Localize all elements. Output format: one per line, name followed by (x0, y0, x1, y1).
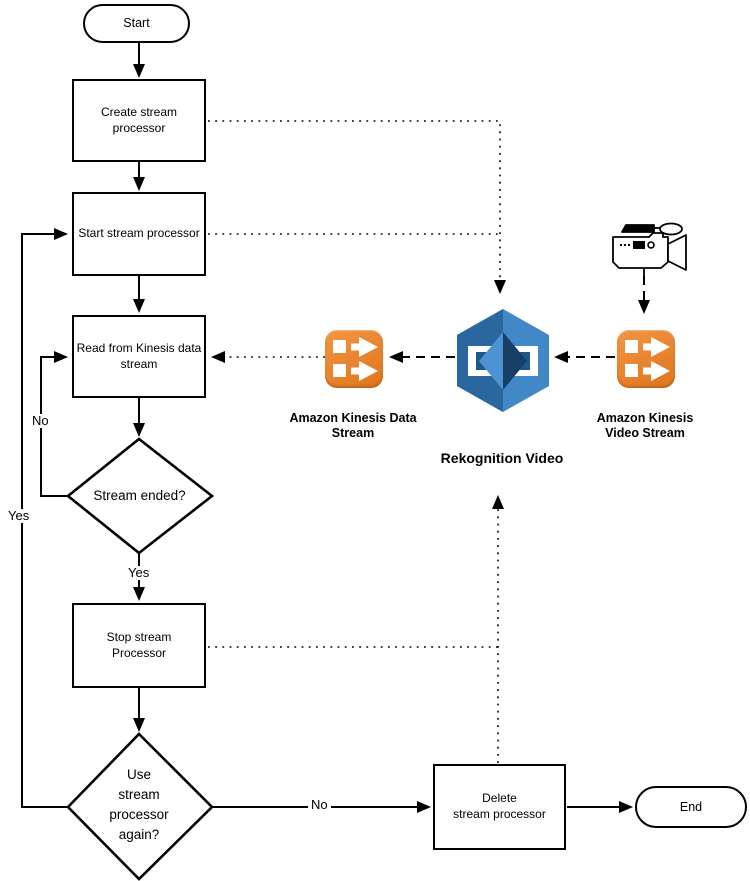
rekognition-video-icon (457, 309, 549, 412)
create-stream-processor-node: Create stream processor (72, 79, 206, 162)
start-label: Start (123, 16, 150, 31)
edge-create-to-rekognition-dotted (208, 120, 506, 294)
stop-stream-processor-node: Stop stream Processor (72, 603, 206, 688)
read-kinesis-label: Read from Kinesis data stream (76, 340, 202, 371)
stream-ended-label: Stream ended? (93, 487, 186, 503)
end-label: End (679, 799, 703, 814)
use-again-diamond (66, 732, 214, 881)
stream-ended-diamond (65, 437, 215, 555)
delete-stream-processor-node: Delete stream processor (433, 764, 566, 850)
delete-stream-processor-label: Delete stream processor (453, 791, 546, 821)
read-kinesis-node: Read from Kinesis data stream (72, 315, 206, 398)
kinesis-data-stream-icon (325, 330, 383, 388)
kinesis-data-stream-label: Amazon Kinesis Data Stream (289, 411, 417, 440)
end-node: End (635, 786, 747, 828)
edge-label-yes-down: Yes (125, 566, 153, 580)
stop-stream-processor-label: Stop stream Processor (106, 629, 172, 660)
start-stream-processor-label: Start stream processor (78, 226, 200, 241)
start-node: Start (83, 4, 190, 43)
edge-label-no-read-loop: No (29, 414, 52, 428)
video-camera-icon (605, 220, 689, 276)
kinesis-video-stream-label: Amazon Kinesis Video Stream (596, 411, 694, 440)
start-stream-processor-node: Start stream processor (72, 192, 206, 276)
create-stream-processor-label: Create stream processor (100, 104, 178, 135)
edge-label-yes-outer-loop: Yes (5, 509, 33, 523)
rekognition-video-label: Rekognition Video (440, 450, 564, 466)
edge-label-no-to-delete: No (308, 798, 331, 812)
use-again-label: Use stream processor again? (109, 766, 169, 843)
kinesis-video-stream-icon (617, 330, 675, 388)
